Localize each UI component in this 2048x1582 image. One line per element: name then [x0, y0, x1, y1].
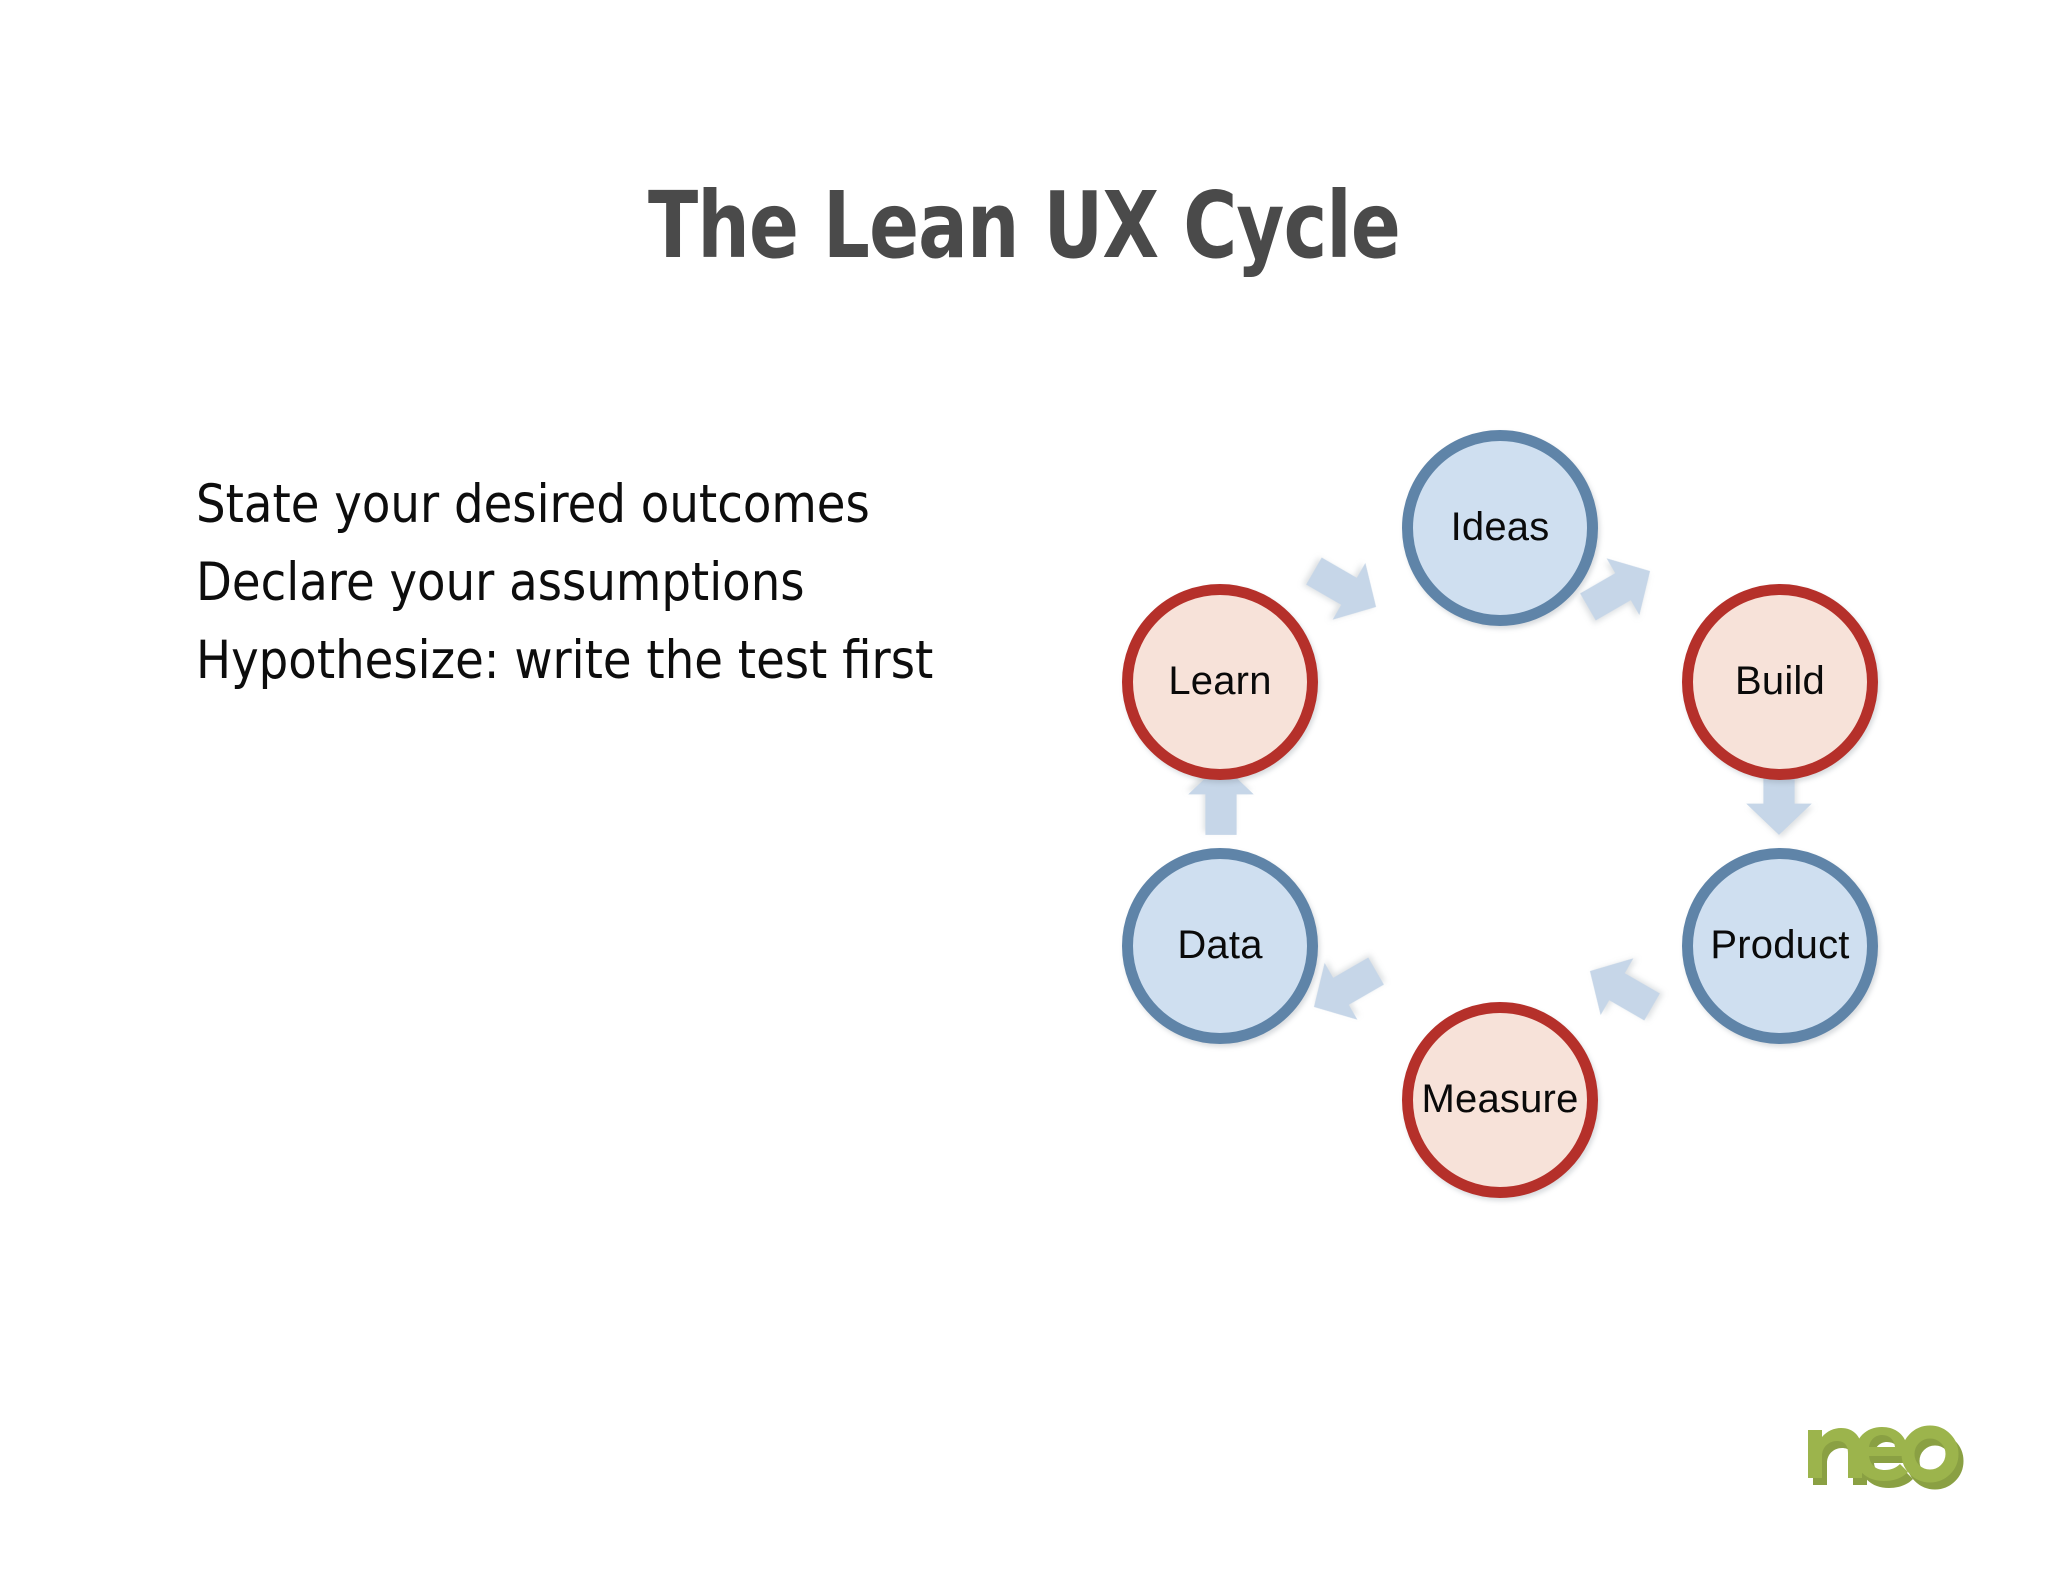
cycle-node-label: Product	[1710, 922, 1850, 967]
block-arrow-icon-ideas-to-build	[1566, 536, 1673, 643]
cycle-node-label: Ideas	[1450, 504, 1550, 549]
neo-logo	[1800, 1398, 1980, 1494]
cycle-node-label: Measure	[1421, 1076, 1579, 1121]
cycle-node-label: Build	[1735, 658, 1825, 703]
block-arrow-icon-product-to-measure	[1568, 936, 1675, 1043]
cycle-node-label: Learn	[1168, 658, 1272, 703]
block-arrow-icon-learn-to-ideas	[1292, 536, 1399, 643]
body-text-block: State your desired outcomes Declare your…	[196, 466, 988, 700]
cycle-node-product[interactable]: Product	[1682, 848, 1878, 1044]
cycle-node-ideas[interactable]: Ideas	[1402, 430, 1598, 626]
body-line-3: Hypothesize: write the test first	[196, 630, 934, 691]
cycle-node-learn[interactable]: Learn	[1122, 584, 1318, 780]
body-line-1: State your desired outcomes	[196, 474, 870, 535]
block-arrow-icon-build-to-product	[1740, 760, 1818, 838]
lean-ux-cycle-diagram: Ideas Build Product Measure Data Learn	[1110, 430, 1878, 1198]
body-line-2: Declare your assumptions	[196, 552, 805, 613]
cycle-node-label: Data	[1177, 922, 1263, 967]
cycle-node-measure[interactable]: Measure	[1402, 1002, 1598, 1198]
block-arrow-icon-data-to-learn	[1182, 760, 1260, 838]
cycle-node-build[interactable]: Build	[1682, 584, 1878, 780]
block-arrow-icon-measure-to-data	[1292, 936, 1399, 1043]
page-title: The Lean UX Cycle	[648, 172, 1401, 279]
cycle-node-data[interactable]: Data	[1122, 848, 1318, 1044]
